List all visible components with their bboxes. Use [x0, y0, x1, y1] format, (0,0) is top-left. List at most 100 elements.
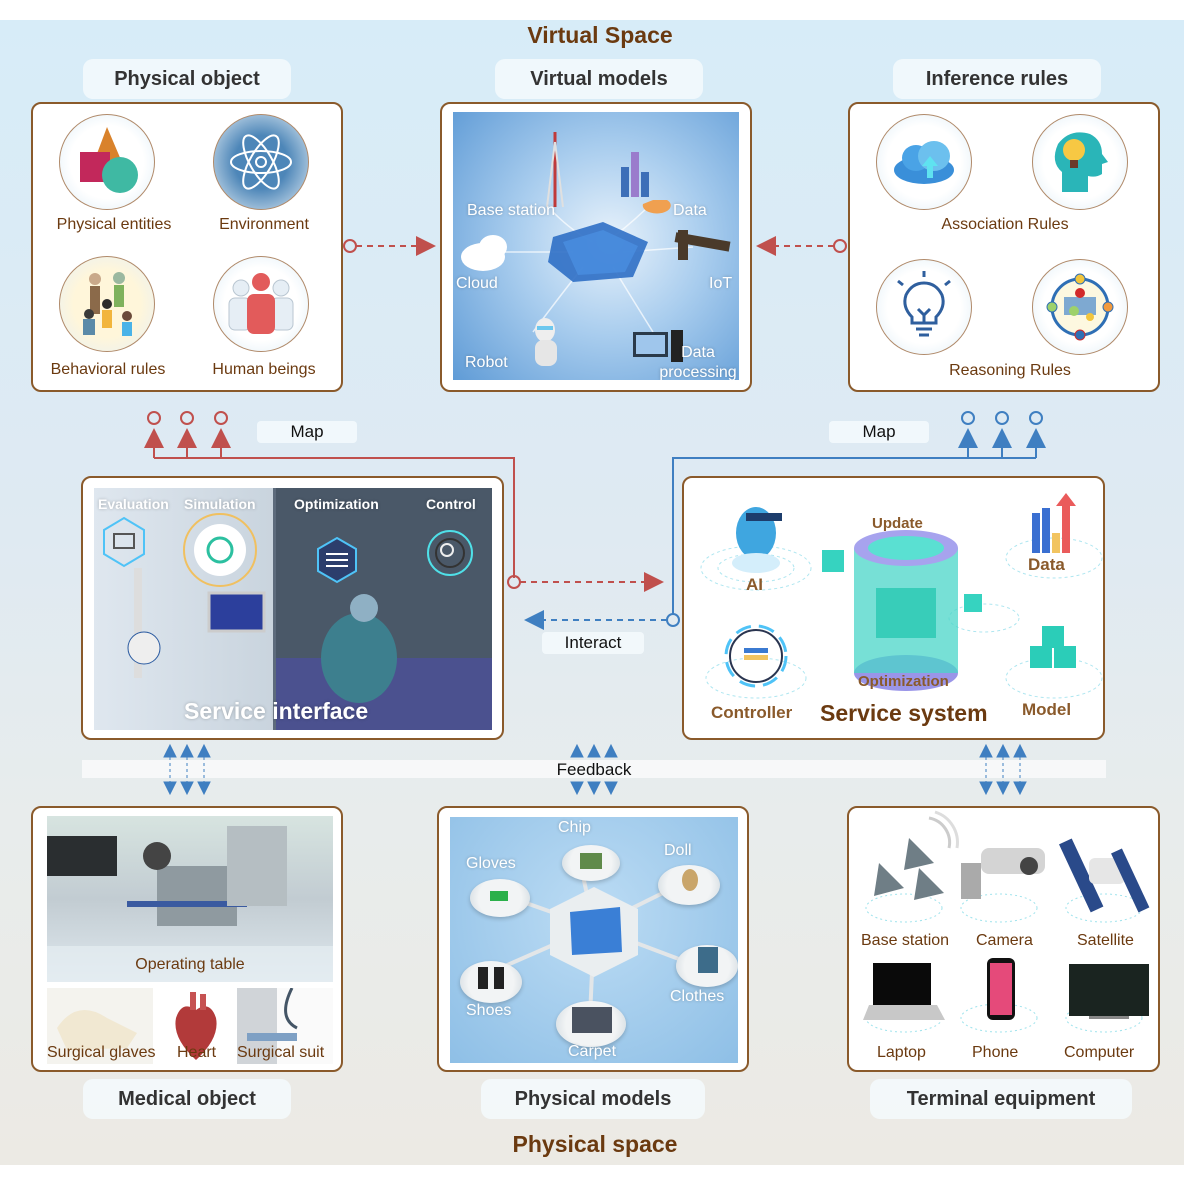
terminal-equipment-title: Terminal equipment — [870, 1079, 1132, 1119]
terminal-equipment-panel: Base station Camera Satellite Laptop Pho… — [847, 806, 1160, 1072]
model-cubes-icon — [1030, 626, 1076, 668]
control-gear-icon — [427, 530, 473, 576]
behavioral-rules-label: Behavioral rules — [50, 361, 166, 378]
physical-models-title: Physical models — [481, 1079, 705, 1119]
controller-ring-icon — [724, 624, 788, 688]
satellite-label: Satellite — [1077, 932, 1134, 949]
tower-icon — [546, 132, 564, 208]
computer-label: Computer — [1064, 1044, 1135, 1061]
iot-label: IoT — [709, 275, 733, 292]
stage-simulation: Simulation — [184, 496, 256, 512]
shoes-label: Shoes — [466, 1002, 512, 1019]
data-label-service: Data — [1028, 555, 1065, 574]
clothes-node — [676, 945, 738, 987]
physical-models-image: Chip Doll Gloves Clothes Shoes Carpet — [450, 817, 738, 1063]
surgical-microscope-icon — [127, 568, 161, 678]
service-interface-title: Service interface — [184, 698, 369, 724]
human-beings-label: Human beings — [212, 361, 316, 378]
reasoning-rules-label: Reasoning Rules — [949, 362, 1071, 379]
chip-label: Chip — [558, 819, 591, 836]
cube-icon-right — [964, 594, 982, 612]
optimization-label: Optimization — [858, 673, 949, 690]
shoes-node — [460, 961, 522, 1003]
environment-label: Environment — [219, 216, 309, 233]
ai-label: AI — [746, 575, 763, 594]
fabric-mesh-icon — [570, 907, 622, 955]
clothes-label: Clothes — [670, 988, 725, 1005]
atom-icon — [213, 114, 309, 210]
robot-label: Robot — [465, 354, 508, 371]
surgical-suit-label: Surgical suit — [237, 1044, 325, 1061]
camera-icon — [961, 848, 1045, 899]
base-station-label: Base station — [467, 202, 556, 219]
physical-object-panel: Physical entities Environment Behavioral… — [31, 102, 343, 392]
service-interface-image: Evaluation Simulation Optimization Contr… — [94, 488, 492, 730]
satellite-dish-icon — [874, 810, 959, 900]
chart-bars-icon — [621, 152, 671, 214]
data-processing-label: Data processing — [659, 344, 737, 380]
inference-rules-panel: Association Rules Reasoning Rules — [848, 102, 1160, 392]
gloves-node — [470, 879, 530, 917]
map-label-left: Map — [257, 421, 357, 443]
cloud-icon — [461, 235, 507, 271]
surgical-gloves-label: Surgical glaves — [47, 1044, 156, 1061]
chip-node — [562, 845, 620, 881]
carpet-label: Carpet — [568, 1043, 617, 1060]
head-lightbulb-icon — [1032, 114, 1128, 210]
inference-rules-title: Inference rules — [893, 59, 1101, 99]
ai-head-icon — [732, 507, 782, 573]
satellite-icon — [1059, 838, 1150, 913]
phone-label: Phone — [972, 1044, 1019, 1061]
surgeon-figure-icon — [321, 594, 397, 703]
service-system-title: Service system — [820, 700, 988, 726]
physical-entities-label: Physical entities — [56, 216, 172, 233]
lightbulb-icon — [876, 259, 972, 355]
stage-optimization: Optimization — [294, 496, 379, 512]
service-interface-panel: Evaluation Simulation Optimization Contr… — [81, 476, 504, 740]
network-mesh-icon — [548, 222, 648, 282]
physical-models-panel: Chip Doll Gloves Clothes Shoes Carpet — [437, 806, 749, 1072]
operating-table-label: Operating table — [135, 956, 245, 973]
iot-conveyor-icon — [674, 230, 731, 260]
stage-control: Control — [426, 496, 476, 512]
monitor-tv-icon — [1069, 964, 1149, 1019]
map-label-right: Map — [829, 421, 929, 443]
network-flow-icon — [1032, 259, 1128, 355]
cube-icon-left — [822, 550, 844, 572]
cloud-label: Cloud — [456, 275, 498, 292]
heart-label: Heart — [177, 1044, 217, 1061]
data-chart-icon — [1032, 493, 1076, 553]
medical-object-panel: Operating table Surgical glaves Heart Su… — [31, 806, 343, 1072]
laptop-label: Laptop — [877, 1044, 926, 1061]
physical-object-title: Physical object — [83, 59, 291, 99]
stage-evaluation: Evaluation — [98, 496, 169, 512]
carpet-node — [556, 1001, 626, 1047]
camera-label: Camera — [976, 932, 1033, 949]
evaluation-hex-icon — [103, 516, 145, 568]
robot-icon — [535, 318, 557, 366]
virtual-models-title: Virtual models — [495, 59, 703, 99]
virtual-space-title: Virtual Space — [527, 22, 673, 48]
heart-image — [168, 988, 224, 1064]
people-walking-icon — [59, 256, 155, 352]
base-station-terminal-label: Base station — [861, 932, 950, 949]
doll-label: Doll — [664, 842, 692, 859]
feedback-label: Feedback — [556, 760, 632, 779]
update-label: Update — [872, 515, 923, 532]
database-cylinder-icon — [854, 530, 958, 691]
cloud-upload-icon — [876, 114, 972, 210]
physical-space-title: Physical space — [512, 1131, 678, 1157]
shapes-icon — [59, 114, 155, 210]
data-label: Data — [673, 202, 707, 219]
optimization-sliders-icon — [317, 536, 357, 584]
model-label: Model — [1022, 700, 1072, 719]
service-system-panel: AI Update Data Controller Optimization M… — [682, 476, 1105, 740]
surgical-suit-image — [237, 988, 333, 1064]
interact-label: Interact — [542, 632, 644, 654]
monitor-icon — [207, 591, 266, 633]
people-group-icon — [213, 256, 309, 352]
medical-object-title: Medical object — [83, 1079, 291, 1119]
gloves-label: Gloves — [466, 855, 516, 872]
laptop-icon — [863, 963, 945, 1020]
doll-node — [658, 865, 720, 905]
